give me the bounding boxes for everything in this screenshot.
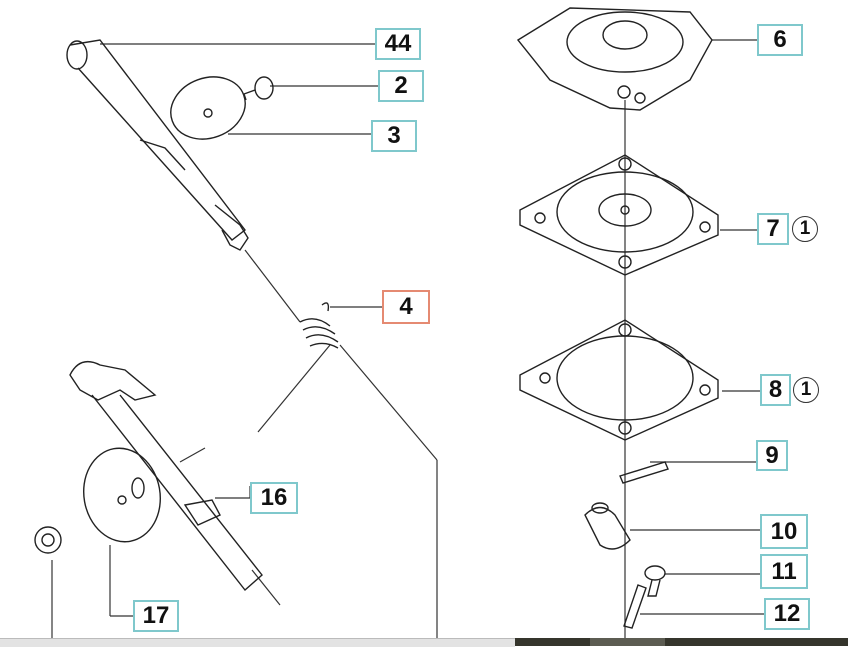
- part-label-6[interactable]: 6: [757, 24, 803, 56]
- part-label-8[interactable]: 8: [760, 374, 791, 406]
- disc-part-3: [170, 76, 246, 140]
- part-label-3[interactable]: 3: [371, 120, 417, 152]
- part-label-10[interactable]: 10: [760, 514, 808, 549]
- part-label-17[interactable]: 17: [133, 600, 179, 632]
- gasket-part-8: [519, 319, 719, 441]
- part-label-4[interactable]: 4: [382, 290, 430, 324]
- nut-part: [34, 526, 62, 554]
- screw-part-11: [644, 565, 666, 597]
- pin-part-9: [619, 461, 669, 484]
- pin-part-12: [623, 584, 647, 629]
- part-label-7[interactable]: 7: [757, 213, 789, 245]
- needle-part-10: [584, 502, 631, 550]
- part-label-2[interactable]: 2: [378, 70, 424, 102]
- note-marker-7: 1: [792, 216, 818, 242]
- part-label-44[interactable]: 44: [375, 28, 421, 60]
- shaft-part-16: [69, 361, 263, 592]
- shaft-part-44: [66, 39, 249, 251]
- cover-part-6: [516, 7, 713, 111]
- leader-lines: [51, 39, 764, 640]
- spring-part-4: [299, 302, 339, 349]
- note-marker-8: 1: [793, 377, 819, 403]
- part-label-11[interactable]: 11: [760, 554, 808, 589]
- part-label-9[interactable]: 9: [756, 440, 788, 471]
- horizontal-scrollbar[interactable]: [0, 638, 515, 647]
- diaphragm-part-7: [519, 154, 719, 276]
- part-label-12[interactable]: 12: [764, 598, 810, 630]
- disc-part-17: [82, 447, 162, 543]
- screw-part-2: [243, 76, 274, 101]
- bottom-toolbar: [515, 638, 848, 646]
- part-label-16[interactable]: 16: [250, 482, 298, 514]
- toolbar-segment[interactable]: [590, 638, 665, 646]
